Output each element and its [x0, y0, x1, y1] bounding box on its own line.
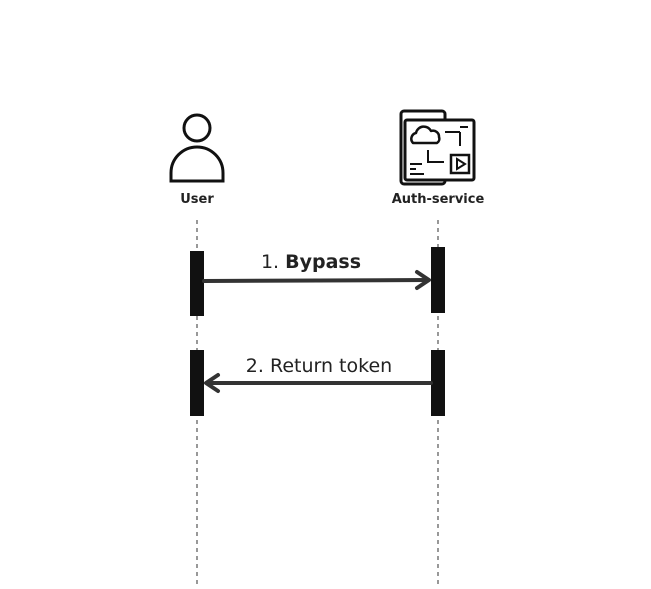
- auth-service-actor-label: Auth-service: [392, 192, 485, 207]
- message-2-number: 2.: [246, 355, 264, 377]
- user-actor-label: User: [180, 192, 214, 207]
- message-2-label: 2. Return token: [246, 355, 392, 377]
- person-icon: [169, 113, 225, 183]
- message-2-text: Return token: [270, 355, 392, 377]
- message-1-label: 1. Bypass: [261, 251, 361, 273]
- auth-service-activation-1: [431, 247, 445, 313]
- message-1-number: 1.: [261, 251, 279, 273]
- cloud-dashboard-icon: [399, 109, 476, 186]
- message-1-text: Bypass: [285, 251, 361, 273]
- user-activation-1: [190, 251, 204, 316]
- message-1-arrow: [202, 270, 431, 290]
- message-2-arrow: [204, 373, 433, 393]
- auth-service-activation-2: [431, 350, 445, 416]
- user-activation-2: [190, 350, 204, 416]
